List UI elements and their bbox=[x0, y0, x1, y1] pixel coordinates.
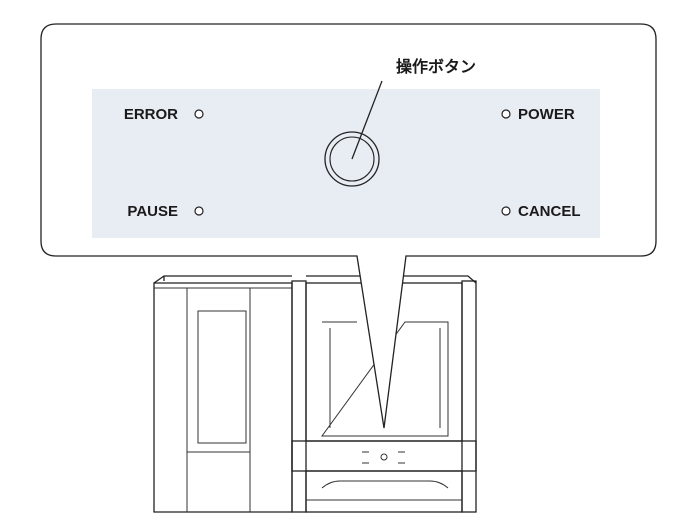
printer-control-strip bbox=[291, 440, 477, 472]
printer-illustration bbox=[153, 275, 477, 513]
printer-left-unit bbox=[153, 282, 293, 513]
printer-left-window bbox=[197, 310, 247, 444]
printer-operation-button-small bbox=[380, 453, 388, 461]
callout-title: 操作ボタン bbox=[396, 57, 476, 76]
power-label: POWER bbox=[518, 106, 575, 123]
operation-panel bbox=[92, 89, 600, 238]
printer-front-column-right bbox=[461, 280, 477, 513]
pause-indicator-icon bbox=[194, 206, 204, 216]
operation-button-inner-ring bbox=[329, 136, 375, 182]
pause-label: PAUSE bbox=[127, 203, 178, 220]
printer-paper-tray bbox=[305, 470, 463, 513]
cancel-indicator-icon bbox=[501, 206, 511, 216]
printer-left-top-edge bbox=[153, 275, 292, 284]
printer-tray-handle bbox=[321, 480, 449, 489]
error-label: ERROR bbox=[124, 106, 178, 123]
operation-button-outer-ring bbox=[324, 131, 380, 187]
cancel-label: CANCEL bbox=[518, 203, 581, 220]
callout-leader-line bbox=[351, 80, 383, 160]
operation-button[interactable] bbox=[324, 131, 380, 187]
printer-front-window bbox=[321, 321, 449, 437]
error-indicator-icon bbox=[194, 109, 204, 119]
printer-front-column-left bbox=[291, 280, 307, 513]
power-indicator-icon bbox=[501, 109, 511, 119]
